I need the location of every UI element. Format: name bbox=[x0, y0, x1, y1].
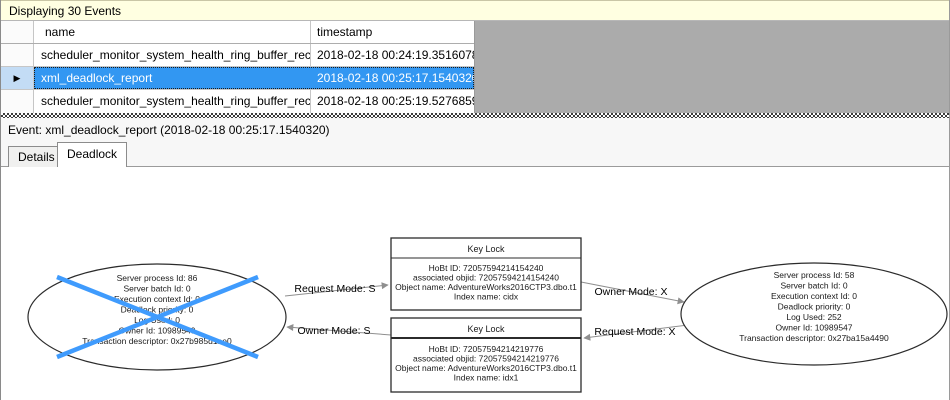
edge-label-owner-s: Owner Mode: S bbox=[298, 325, 371, 337]
selected-event-title: Event: xml_deadlock_report (2018-02-18 0… bbox=[8, 123, 330, 137]
selected-row-arrow-icon: ▶ bbox=[13, 73, 21, 83]
node-text-line: Transaction descriptor: 0x27ba15a4490 bbox=[739, 333, 889, 343]
process-node-right[interactable]: Server process Id: 58 Server batch Id: 0… bbox=[680, 262, 948, 366]
node-text-line: Index name: cidx bbox=[454, 292, 519, 302]
deadlock-victim-cross-icon bbox=[56, 274, 259, 360]
row-selector-cell[interactable]: ▶ bbox=[1, 67, 34, 89]
node-text-line: Index name: idx1 bbox=[454, 373, 519, 383]
row-selector-cell[interactable] bbox=[1, 90, 34, 113]
node-text-line: HoBt ID: 72057594214219776 bbox=[429, 344, 544, 354]
event-timestamp-cell[interactable]: 2018-02-18 00:25:17.1540320 bbox=[317, 71, 474, 85]
resource-node-top[interactable]: Key Lock HoBt ID: 72057594214154240 asso… bbox=[390, 237, 582, 311]
events-grid: name timestamp scheduler_monitor_system_… bbox=[1, 21, 475, 113]
node-text-line: Execution context Id: 0 bbox=[114, 294, 200, 304]
node-text-line: Log Used: 252 bbox=[786, 312, 842, 322]
node-text-line: Server batch Id: 0 bbox=[123, 284, 190, 294]
edge-request-x: Request Mode: X bbox=[583, 324, 689, 341]
node-text-line: Server process Id: 86 bbox=[117, 273, 198, 283]
events-count-label: Displaying 30 Events bbox=[9, 4, 122, 18]
resource-title: Key Lock bbox=[467, 324, 505, 334]
edge-request-s: Request Mode: S bbox=[284, 282, 389, 297]
row-selector-cell[interactable] bbox=[1, 44, 34, 66]
edge-label-request-x: Request Mode: X bbox=[594, 326, 675, 338]
table-row[interactable]: scheduler_monitor_system_health_ring_buf… bbox=[1, 44, 474, 67]
edge-owner-x: Owner Mode: X bbox=[580, 281, 685, 305]
edge-label-owner-x: Owner Mode: X bbox=[595, 286, 668, 298]
node-text-line: associated objid: 72057594214219776 bbox=[413, 354, 559, 364]
node-text-line: Execution context Id: 0 bbox=[771, 291, 857, 301]
events-count-bar: Displaying 30 Events bbox=[1, 0, 949, 21]
edge-owner-s: Owner Mode: S bbox=[286, 323, 392, 337]
event-name-cell[interactable]: xml_deadlock_report bbox=[34, 67, 311, 89]
event-name-cell[interactable]: scheduler_monitor_system_health_ring_buf… bbox=[34, 90, 311, 113]
column-header-timestamp[interactable]: timestamp bbox=[317, 25, 373, 39]
node-text-line: Owner Id: 10989549 bbox=[118, 326, 195, 336]
deadlock-graph: Request Mode: S Owner Mode: S Owner Mode… bbox=[27, 237, 948, 393]
grid-empty-area bbox=[475, 21, 949, 113]
deadlock-graph-canvas: Request Mode: S Owner Mode: S Owner Mode… bbox=[1, 167, 949, 400]
node-text-line: Server batch Id: 0 bbox=[780, 281, 847, 291]
tabstrip-baseline bbox=[1, 166, 949, 167]
resource-node-bottom[interactable]: Key Lock HoBt ID: 72057594214219776 asso… bbox=[390, 317, 582, 393]
node-text-line: Log Used: 0 bbox=[134, 315, 180, 325]
column-header-name[interactable]: name bbox=[34, 21, 311, 43]
node-text-line: Object name: AdventureWorks2016CTP3.dbo.… bbox=[395, 363, 577, 373]
node-text-line: HoBt ID: 72057594214154240 bbox=[429, 263, 544, 273]
event-timestamp-cell[interactable]: 2018-02-18 00:25:19.5276859 bbox=[317, 94, 474, 108]
edge-label-request-s: Request Mode: S bbox=[294, 283, 375, 295]
detail-tabstrip: Details Deadlock bbox=[1, 142, 949, 167]
tab-details[interactable]: Details bbox=[8, 146, 65, 167]
event-timestamp-cell[interactable]: 2018-02-18 00:24:19.3516078 bbox=[317, 48, 474, 62]
node-text-line: Deadlock priority: 0 bbox=[778, 302, 851, 312]
event-name-cell[interactable]: scheduler_monitor_system_health_ring_buf… bbox=[34, 44, 311, 66]
node-text-line: Transaction descriptor: 0x27b985d1ae0 bbox=[82, 336, 232, 346]
node-text-line: Owner Id: 10989547 bbox=[775, 323, 852, 333]
resource-title: Key Lock bbox=[467, 244, 505, 254]
tab-deadlock[interactable]: Deadlock bbox=[57, 142, 128, 167]
process-node-left[interactable]: Server process Id: 86 Server batch Id: 0… bbox=[27, 263, 287, 371]
node-text-line: Deadlock priority: 0 bbox=[121, 305, 194, 315]
node-text-line: Object name: AdventureWorks2016CTP3.dbo.… bbox=[395, 282, 577, 292]
table-row[interactable]: scheduler_monitor_system_health_ring_buf… bbox=[1, 90, 474, 113]
table-row-selected[interactable]: ▶ xml_deadlock_report 2018-02-18 00:25:1… bbox=[1, 67, 474, 90]
row-selector-header[interactable] bbox=[1, 21, 34, 43]
pane-splitter[interactable] bbox=[1, 113, 949, 118]
events-grid-header-row: name timestamp bbox=[1, 21, 474, 44]
node-text-line: Server process Id: 58 bbox=[774, 270, 855, 280]
node-text-line: associated objid: 72057594214154240 bbox=[413, 273, 559, 283]
